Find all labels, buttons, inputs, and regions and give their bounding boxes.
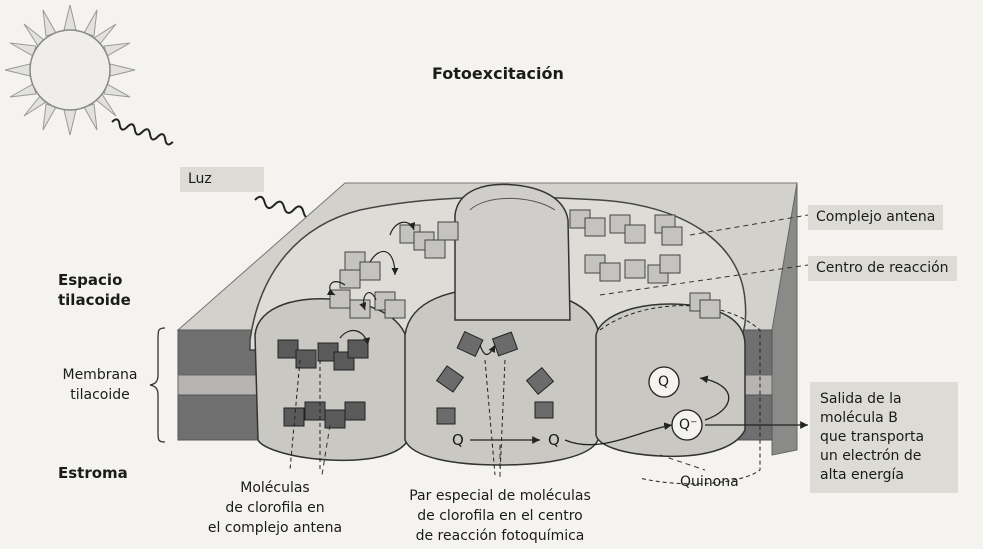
quinone-cycle-arrow [564, 422, 673, 446]
energy-transfer-arrows [326, 221, 496, 355]
label-par-especial: Par especial de moléculas de clorofila e… [409, 488, 591, 544]
label-q-left: Q [452, 431, 464, 449]
label-moleculas-clorofila: Moléculas de clorofila en el complejo an… [207, 480, 343, 536]
label-estroma: Estroma [58, 464, 128, 482]
membrane-brace [149, 327, 166, 443]
label-q-minus-circle: Q⁻ [679, 417, 698, 433]
sun-icon [4, 4, 136, 136]
label-membrana-tilacoide: Membrana tilacoide [62, 367, 138, 403]
label-salida-molecula: Salida de la molécula B que transporta u… [810, 382, 958, 493]
label-espacio-tilacoide: Espacio tilacoide [58, 271, 131, 309]
special-pair-chlorophylls [435, 330, 555, 425]
leader-lines [321, 214, 809, 478]
antenna-chlorophylls [329, 209, 721, 319]
diagram-title: Fotoexcitación [432, 64, 564, 83]
label-q-circle: Q [658, 374, 670, 390]
membrane-chlorophylls [277, 339, 369, 429]
central-protein-dome [454, 183, 571, 321]
label-complejo-antena: Complejo antena [808, 205, 944, 230]
label-luz: Luz [180, 167, 264, 192]
electron-path-dashes [289, 359, 506, 476]
light-wave-upper [111, 118, 174, 146]
antenna-protein-left [254, 298, 409, 462]
label-quinona: Quinona [680, 474, 739, 490]
label-centro-reaccion: Centro de reacción [808, 256, 957, 281]
quinone-q-circle [648, 366, 680, 398]
label-q-right: Q [548, 431, 560, 449]
